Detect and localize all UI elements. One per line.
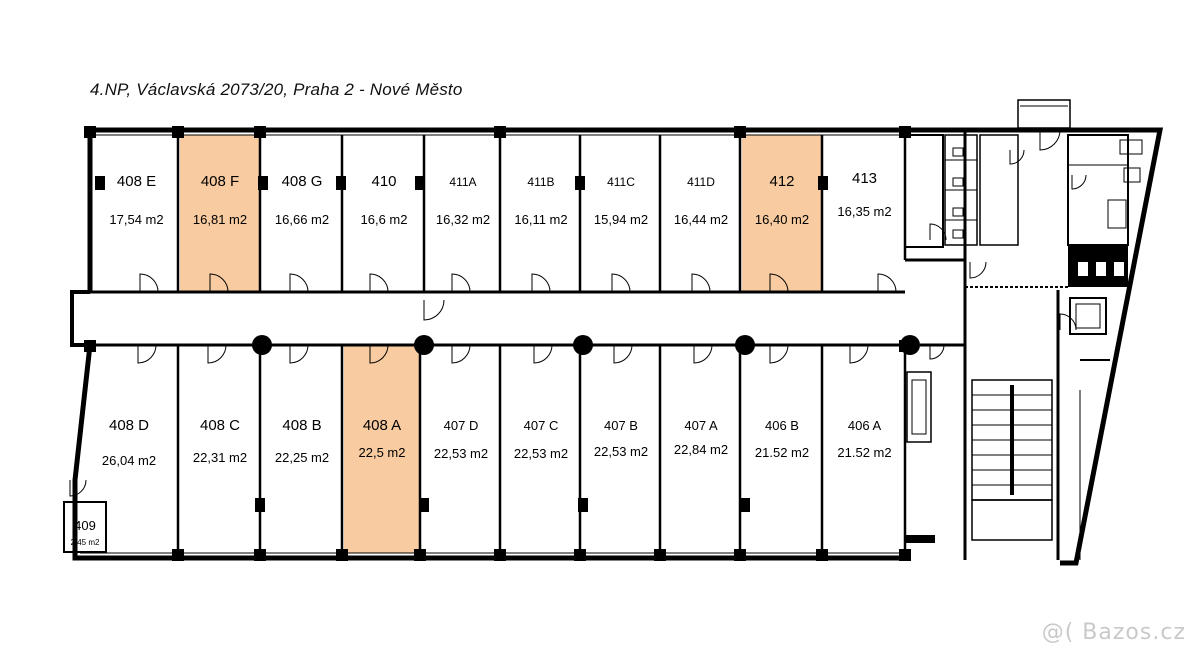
room-413-number: 413 [852, 170, 877, 187]
room-408F-number: 408 F [201, 173, 239, 190]
room-407C-number: 407 C [524, 418, 559, 433]
room-411C-area: 15,94 m2 [594, 212, 648, 227]
plan-title: 4.NP, Václavská 2073/20, Praha 2 - Nové … [90, 80, 463, 99]
room-407C-area: 22,53 m2 [514, 446, 568, 461]
room-408A-number: 408 A [363, 417, 401, 434]
room-407B-area: 22,53 m2 [594, 444, 648, 459]
room-411A-area: 16,32 m2 [436, 212, 490, 227]
room-410-number: 410 [371, 173, 396, 190]
room-411A-number: 411A [449, 175, 476, 189]
room-408D-number: 408 D [109, 417, 149, 434]
room-406A-area: 21.52 m2 [837, 445, 891, 460]
room-408B-number: 408 B [282, 417, 321, 434]
room-408G-area: 16,66 m2 [275, 212, 329, 227]
room-406B-area: 21.52 m2 [755, 445, 809, 460]
room-409-number: 409 [74, 518, 96, 533]
room-411D-area: 16,44 m2 [674, 212, 728, 227]
room-407D-area: 22,53 m2 [434, 446, 488, 461]
room-407A-number: 407 A [684, 418, 718, 433]
room-411B-area: 16,11 m2 [514, 212, 567, 227]
partition-walls [63, 135, 907, 553]
pillars [84, 126, 935, 561]
room-412-highlight [742, 135, 822, 292]
room-408B-area: 22,25 m2 [275, 450, 329, 465]
room-407B-number: 407 B [604, 418, 638, 433]
room-408E-area: 17,54 m2 [109, 212, 163, 227]
room-407A-area: 22,84 m2 [674, 442, 728, 457]
room-411D-number: 411D [687, 175, 715, 189]
room-407D-number: 407 D [444, 418, 479, 433]
doors [69, 129, 1087, 497]
room-411B-number: 411B [527, 175, 554, 189]
room-408C-number: 408 C [200, 417, 240, 434]
room-413-area: 16,35 m2 [837, 204, 891, 219]
service-core [904, 99, 1143, 560]
room-406B-number: 406 B [765, 418, 799, 433]
room-408C-area: 22,31 m2 [193, 450, 247, 465]
room-408A-area: 22,5 m2 [359, 445, 406, 460]
room-408G-number: 408 G [282, 173, 323, 190]
room-411C-number: 411C [607, 175, 635, 189]
room-409-area: 2,45 m2 [71, 538, 100, 547]
room-408F-area: 16,81 m2 [193, 212, 247, 227]
room-412-area: 16,40 m2 [755, 212, 809, 227]
room-406A-number: 406 A [848, 418, 882, 433]
room-412-number: 412 [769, 173, 794, 190]
room-408A-highlight [344, 345, 420, 553]
room-410-area: 16,6 m2 [361, 212, 408, 227]
room-408F-highlight [180, 135, 260, 292]
watermark-text: @( Bazos.cz [1041, 620, 1186, 645]
room-408D-area: 26,04 m2 [102, 453, 156, 468]
room-408E-number: 408 E [117, 173, 156, 190]
